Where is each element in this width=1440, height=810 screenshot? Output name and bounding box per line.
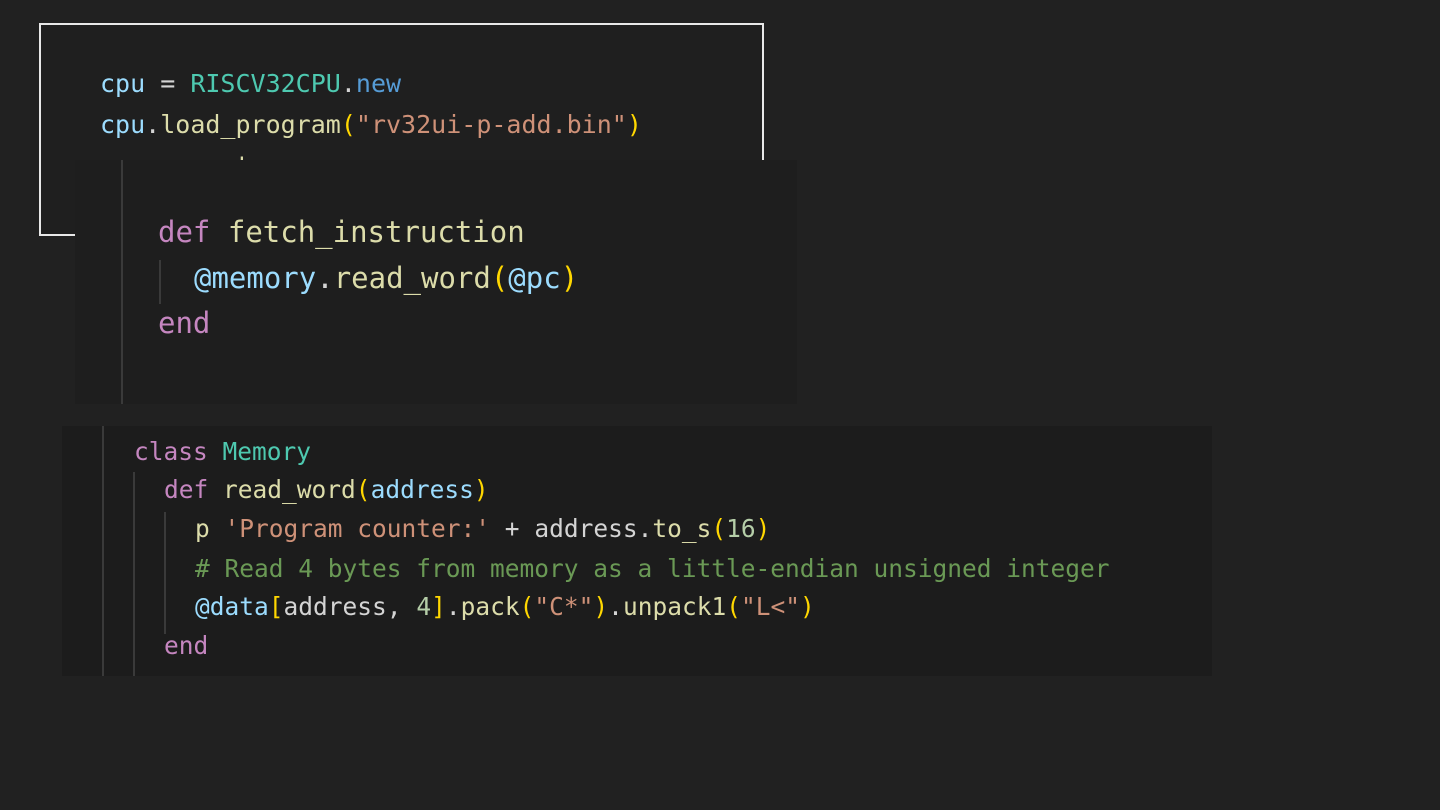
code-token: "C*"	[534, 592, 594, 621]
code-token: RISCV32CPU	[190, 69, 341, 98]
code-token: [	[268, 592, 284, 621]
code-token: fetch_instruction	[227, 215, 525, 249]
code-line: cpu = RISCV32CPU.new	[100, 69, 401, 98]
code-token: to_s	[652, 514, 712, 543]
code-token: .	[316, 261, 334, 295]
indent-guide	[121, 160, 123, 404]
code-token: read_word	[223, 475, 356, 504]
indent-guide	[133, 472, 135, 676]
indent-guide	[159, 260, 161, 304]
code-token: @data	[195, 592, 269, 621]
code-token: )	[626, 110, 642, 139]
code-line: @data[address, 4].pack("C*").unpack1("L<…	[195, 592, 815, 621]
code-token: pack	[460, 592, 520, 621]
code-token: (	[726, 592, 741, 621]
code-token: (	[519, 592, 535, 621]
code-token	[208, 437, 223, 466]
code-token: 16	[726, 514, 756, 543]
code-token: ,	[386, 592, 417, 621]
code-snippet-fetch-instruction: def fetch_instruction @memory.read_word(…	[75, 160, 797, 404]
code-line: end	[158, 306, 210, 340]
code-token: .	[608, 592, 623, 621]
code-token: .	[145, 110, 161, 139]
code-token: (	[490, 261, 509, 295]
code-token: ]	[431, 592, 446, 621]
code-token: Memory	[222, 437, 312, 466]
code-line: # Read 4 bytes from memory as a little-e…	[195, 554, 1110, 583]
code-token	[210, 215, 227, 249]
code-token: )	[799, 592, 815, 621]
code-token: +	[490, 514, 535, 543]
code-token: end	[164, 631, 209, 660]
code-token: .	[445, 592, 461, 621]
code-token: 'Program counter:'	[224, 514, 491, 543]
code-line: def fetch_instruction	[158, 215, 525, 249]
code-line: end	[164, 631, 208, 660]
code-token: address	[283, 592, 387, 621]
code-line: p 'Program counter:' + address.to_s(16)	[195, 514, 770, 543]
code-token: (	[355, 475, 371, 504]
code-line: def read_word(address)	[164, 475, 489, 504]
code-token: end	[158, 306, 211, 340]
code-token: .	[340, 69, 356, 98]
code-line: class Memory	[134, 437, 311, 466]
code-line: cpu.load_program("rv32ui-p-add.bin")	[100, 110, 642, 139]
code-token: cpu	[100, 110, 146, 139]
code-token: (	[711, 514, 727, 543]
code-token: load_program	[160, 110, 341, 139]
code-line: @memory.read_word(@pc)	[194, 261, 578, 295]
code-token: # Read 4 bytes from memory as a little-e…	[195, 554, 1110, 583]
code-token: read_word	[333, 261, 491, 295]
code-token: "L<"	[740, 592, 800, 621]
code-token: )	[560, 261, 579, 295]
code-token: class	[134, 437, 208, 466]
code-token: new	[355, 69, 402, 98]
indent-guide	[102, 426, 104, 676]
code-token: )	[755, 514, 771, 543]
code-token: @pc	[508, 261, 561, 295]
code-token: p	[195, 514, 210, 543]
code-token: .	[637, 514, 653, 543]
code-token: def	[164, 475, 209, 504]
code-token: unpack1	[622, 592, 727, 621]
code-token	[208, 475, 223, 504]
code-token: def	[158, 215, 211, 249]
code-token: cpu	[100, 69, 146, 98]
code-token: 4	[416, 592, 432, 621]
code-token: address	[370, 475, 474, 504]
code-token: =	[145, 69, 191, 98]
code-token: )	[593, 592, 609, 621]
indent-guide	[164, 512, 166, 634]
code-token: address	[534, 514, 638, 543]
code-token: "rv32ui-p-add.bin"	[355, 110, 627, 139]
code-token: @memory	[194, 261, 317, 295]
code-token: )	[473, 475, 489, 504]
code-token	[210, 514, 225, 543]
code-token: (	[340, 110, 356, 139]
code-snippet-memory-class: class Memory def read_word(address) p 'P…	[62, 426, 1212, 676]
